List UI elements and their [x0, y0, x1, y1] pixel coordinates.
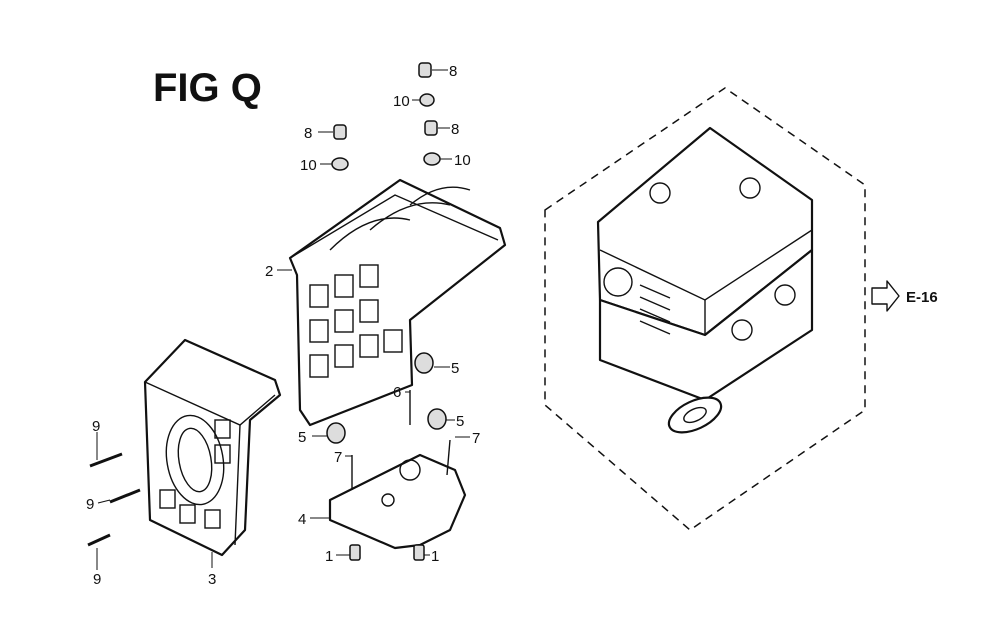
engine-assembly	[544, 87, 866, 531]
callout-1: 1	[431, 548, 439, 565]
callout-2: 2	[265, 263, 273, 280]
bolt-icon	[89, 452, 123, 468]
callout-1: 1	[325, 548, 333, 565]
callout-7: 7	[472, 430, 480, 447]
washer-icon	[331, 157, 349, 171]
callout-10: 10	[454, 152, 471, 169]
callout-5: 5	[298, 429, 306, 446]
collar-icon	[413, 544, 425, 561]
nut-icon	[333, 124, 347, 140]
bracket-upper	[288, 178, 507, 427]
gasket	[667, 396, 723, 434]
callout-10: 10	[300, 157, 317, 174]
callout-4: 4	[298, 511, 306, 528]
bolt-icon	[109, 488, 141, 504]
callout-9: 9	[86, 496, 94, 513]
reference-arrow: E-16	[871, 280, 938, 312]
callout-6: 6	[393, 384, 401, 401]
reference-label: E-16	[906, 289, 938, 306]
callout-10: 10	[393, 93, 410, 110]
hardware	[87, 62, 451, 561]
air-cleaner-case	[598, 248, 814, 402]
callout-8: 8	[451, 121, 459, 138]
washer-icon	[423, 152, 441, 166]
mounting-plate	[328, 453, 467, 550]
nut-icon	[424, 120, 438, 136]
grommet-icon	[326, 422, 346, 444]
collar-icon	[349, 544, 361, 561]
grommet-icon	[414, 352, 434, 374]
bracket-lower	[143, 338, 282, 557]
leader-lines	[96, 69, 470, 570]
callout-9: 9	[92, 418, 100, 435]
bolt-icon	[87, 533, 111, 547]
callout-8: 8	[449, 63, 457, 80]
callout-3: 3	[208, 571, 216, 588]
callout-7: 7	[334, 449, 342, 466]
callout-8: 8	[304, 125, 312, 142]
callout-5: 5	[451, 360, 459, 377]
washer-icon	[419, 93, 435, 107]
dashed-boundary	[544, 87, 866, 531]
callout-5: 5	[456, 413, 464, 430]
figure-title: FIG Q	[153, 66, 262, 110]
nut-icon	[418, 62, 432, 78]
callout-9: 9	[93, 571, 101, 588]
grommet-icon	[427, 408, 447, 430]
arrow-right-icon	[871, 280, 900, 312]
screw-icon	[446, 439, 451, 476]
